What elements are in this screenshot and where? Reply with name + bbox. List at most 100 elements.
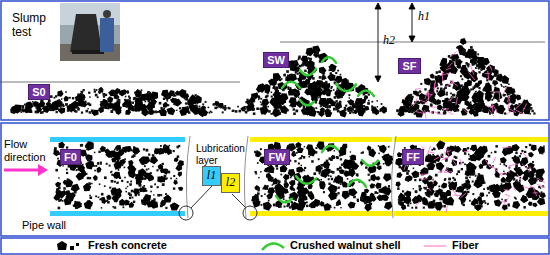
aggregate <box>348 202 356 209</box>
mortar-grain <box>337 70 339 72</box>
mortar-grain <box>95 94 98 97</box>
mortar-grain <box>55 169 58 172</box>
mortar-grain <box>258 177 260 179</box>
mortar-grain <box>133 97 136 100</box>
aggregate <box>25 102 31 108</box>
mortar-grain <box>330 158 333 161</box>
mortar-grain <box>173 187 175 189</box>
aggregate <box>97 167 102 173</box>
aggregate <box>169 90 175 96</box>
mortar-grain <box>508 83 510 85</box>
mortar-grain <box>111 156 113 158</box>
mortar-grain <box>80 203 82 205</box>
mortar-grain <box>337 80 339 82</box>
aggregate <box>302 196 308 201</box>
mortar-grain <box>505 86 507 88</box>
mortar-grain <box>436 84 439 87</box>
mortar-grain <box>478 68 480 70</box>
mortar-grain <box>256 150 258 152</box>
mortar-grain <box>103 93 106 96</box>
mortar-grain <box>114 181 116 183</box>
mortar-grain <box>347 178 349 180</box>
aggregate <box>163 195 171 203</box>
mortar-grain <box>81 91 83 93</box>
mortar-grain <box>325 77 327 79</box>
aggregate <box>441 58 447 65</box>
mortar-grain <box>72 97 74 99</box>
mortar-grain <box>464 163 466 165</box>
mortar-grain <box>337 168 340 171</box>
mortar-grain <box>472 63 475 66</box>
mortar-grain <box>104 176 107 179</box>
mortar-grain <box>336 108 338 110</box>
mortar-grain <box>435 103 437 105</box>
aggregate <box>115 145 122 151</box>
mortar-grain <box>441 186 443 188</box>
aggregate <box>188 104 194 110</box>
aggregate <box>170 202 180 210</box>
mortar-grain <box>72 167 73 168</box>
mortar-grain <box>256 107 259 110</box>
mortar-grain <box>89 177 91 179</box>
aggregate <box>255 151 262 157</box>
mortar-grain <box>377 166 379 168</box>
mortar-grain <box>129 97 131 99</box>
mortar-grain <box>89 111 92 114</box>
mortar-grain <box>296 152 298 154</box>
aggregate <box>141 104 147 111</box>
mortar-grain <box>91 183 93 185</box>
mortar-grain <box>261 195 263 197</box>
aggregate <box>437 104 443 110</box>
mortar-grain <box>424 88 426 90</box>
aggregate <box>381 186 389 194</box>
mortar-grain <box>414 179 416 181</box>
mortar-grain <box>134 97 136 99</box>
mortar-grain <box>543 146 545 148</box>
mortar-grain <box>254 200 257 203</box>
mortar-grain <box>44 106 46 108</box>
aggregate <box>122 146 128 153</box>
mortar-grain <box>127 91 130 94</box>
mortar-grain <box>111 171 113 173</box>
mortar-grain <box>357 98 359 100</box>
aggregate <box>159 176 166 182</box>
mortar-grain <box>112 90 115 93</box>
legend-frame <box>1 238 549 254</box>
aggregate <box>59 193 64 199</box>
aggregate <box>83 183 91 192</box>
mortar-grain <box>487 203 489 205</box>
mortar-grain <box>531 110 533 112</box>
mortar-grain <box>415 175 418 178</box>
aggregate <box>538 146 545 154</box>
aggregate <box>289 97 297 105</box>
aggregate <box>339 109 347 117</box>
aggregate <box>105 148 110 153</box>
aggregate <box>109 150 116 157</box>
mortar-grain <box>60 199 62 201</box>
aggregate <box>343 159 351 168</box>
mortar-grain <box>280 93 282 95</box>
mortar-grain <box>437 87 439 89</box>
mortar-grain <box>289 63 291 65</box>
aggregate <box>298 200 306 207</box>
aggregate <box>451 104 458 111</box>
mortar-grain <box>493 81 495 83</box>
aggregate <box>173 99 182 107</box>
mortar-grain <box>294 160 296 162</box>
mortar-grain <box>350 165 352 167</box>
aggregate <box>73 201 82 209</box>
mortar-grain <box>443 205 446 208</box>
mortar-grain <box>281 78 283 80</box>
aggregate <box>349 188 358 196</box>
mortar-grain <box>325 81 327 83</box>
mortar-grain <box>271 180 273 182</box>
mortar-grain <box>500 84 502 86</box>
mortar-grain <box>398 201 400 203</box>
mortar-grain <box>154 111 157 114</box>
mortar-grain <box>57 100 59 102</box>
aggregate <box>111 157 116 163</box>
aggregate <box>464 82 469 87</box>
aggregate <box>267 187 275 195</box>
aggregate <box>107 103 114 109</box>
mortar-grain <box>146 169 148 171</box>
